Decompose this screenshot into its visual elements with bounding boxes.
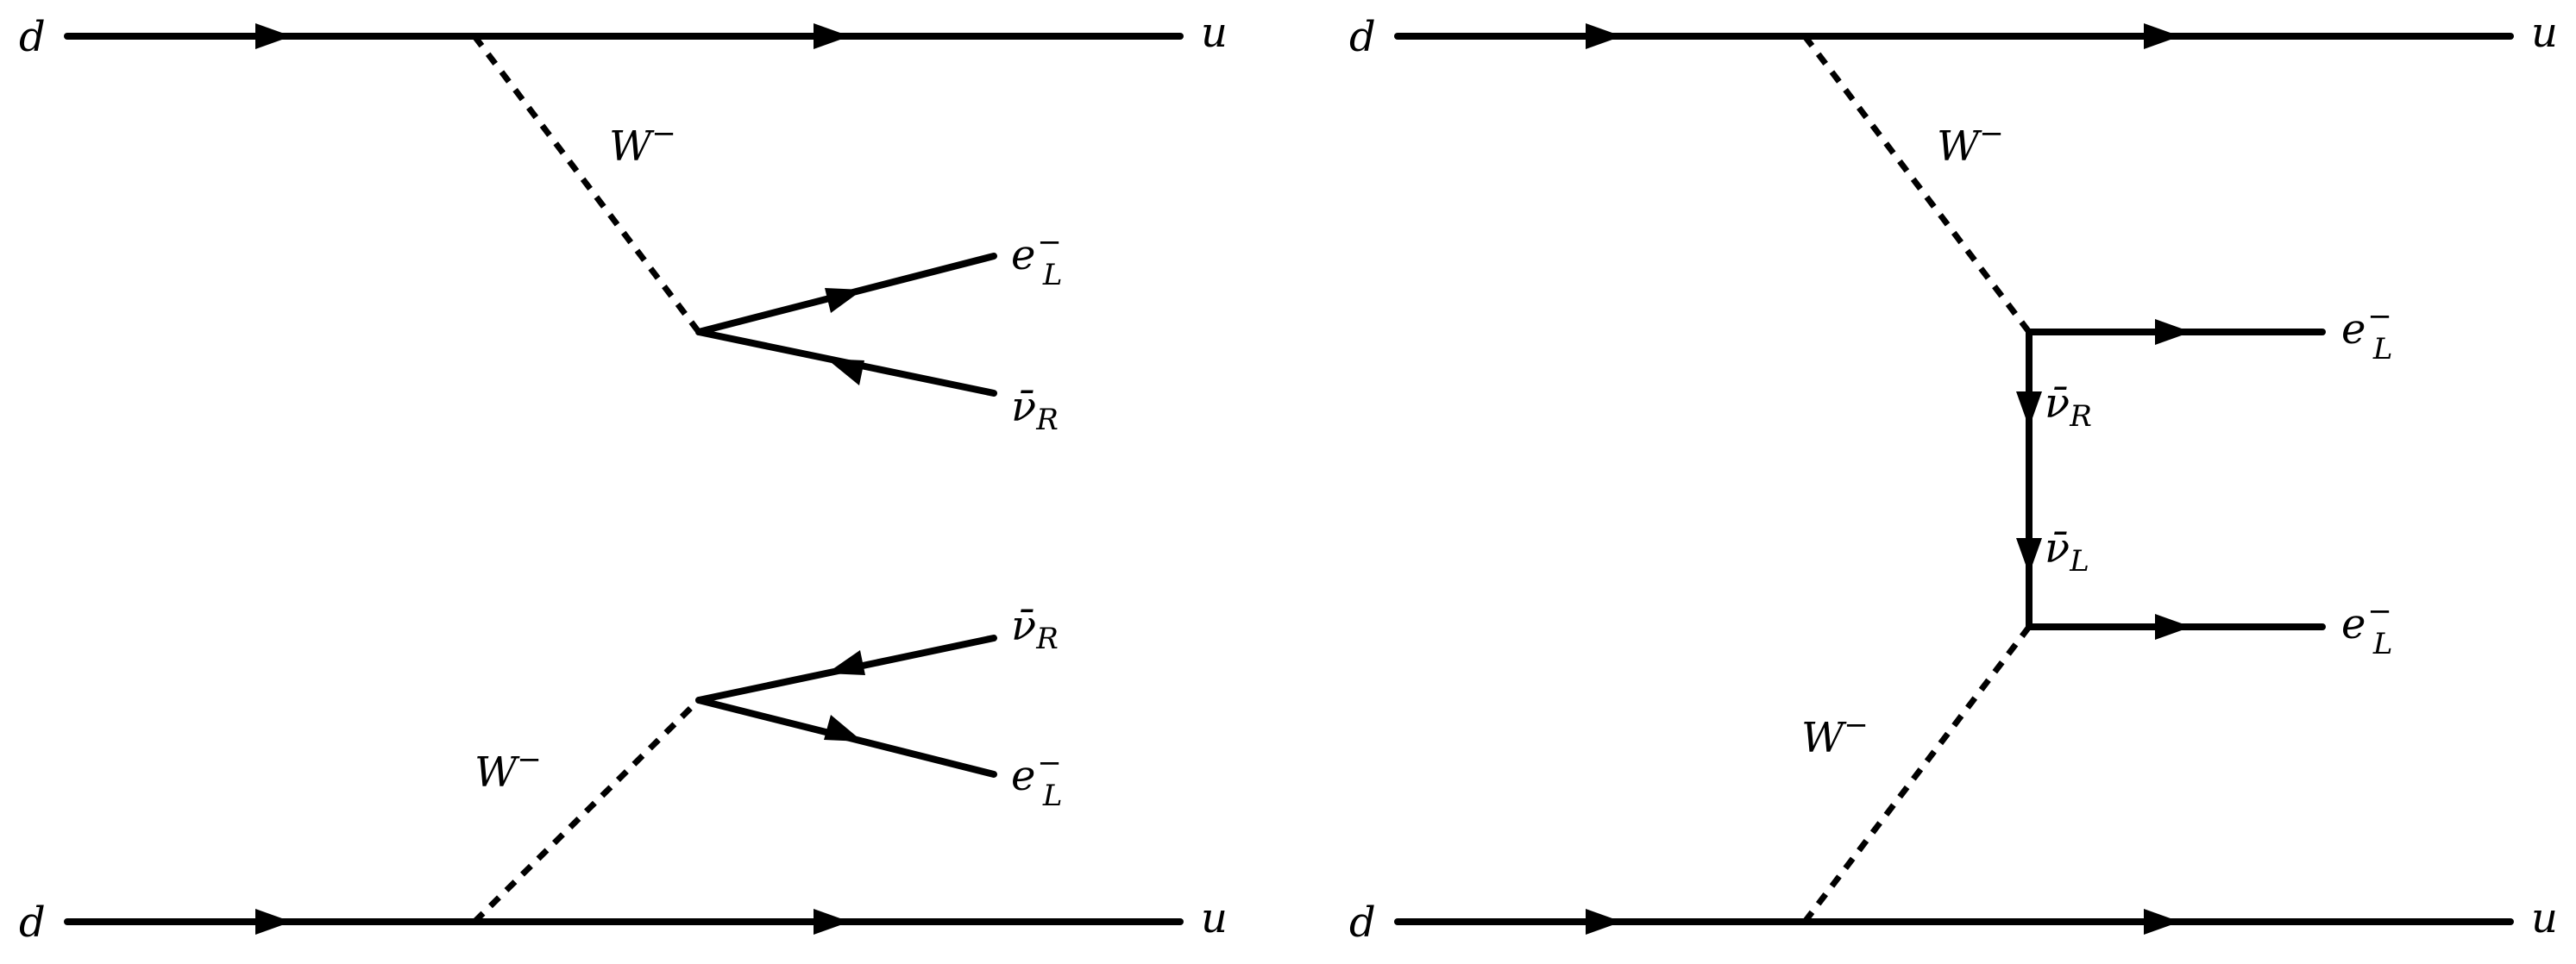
label-antineutrino-l-right: ν̄L <box>2045 524 2089 579</box>
w-boson-bottom-right <box>1802 624 2032 924</box>
arrow-quark-bottom-right-2 <box>2144 909 2180 935</box>
w-boson-top-right <box>1802 34 2032 335</box>
label-w-bottom-right: W− <box>1801 708 1869 762</box>
label-w-bottom: W− <box>474 742 542 797</box>
arrow-neutrino-r <box>2016 391 2042 428</box>
arrow-electron-top-right <box>2155 319 2191 345</box>
label-d-bottom: d <box>19 898 46 947</box>
label-antineutrino-bottom: ν̄R <box>1011 602 1059 656</box>
label-electron-top: e−L <box>1011 225 1062 292</box>
label-electron-top-right: e−L <box>2341 299 2392 366</box>
arrow-quark-top-right-1 <box>1586 23 1622 49</box>
arrow-antineutrino-top <box>826 359 864 385</box>
arrow-electron-bottom-right <box>2155 614 2191 640</box>
arrow-quark-top-1 <box>255 23 292 49</box>
arrow-neutrino-l <box>2016 538 2042 574</box>
label-d-top: d <box>19 13 46 61</box>
arrow-quark-top-right-2 <box>2144 23 2180 49</box>
left-diagram: d u d u W− W− e−L ν̄R ν̄R e−L <box>19 9 1228 947</box>
label-d-bottom-right: d <box>1349 898 1376 947</box>
label-u-bottom-right: u <box>2531 894 2558 942</box>
w-boson-bottom <box>472 698 701 924</box>
label-w-top-right: W− <box>1937 116 2004 171</box>
label-u-top: u <box>1201 9 1228 57</box>
label-antineutrino-r-right: ν̄R <box>2045 379 2092 434</box>
label-u-bottom: u <box>1201 894 1228 942</box>
label-d-top-right: d <box>1349 13 1376 61</box>
label-antineutrino-top: ν̄R <box>1011 383 1059 437</box>
arrow-quark-top-2 <box>814 23 850 49</box>
label-u-top-right: u <box>2531 9 2558 57</box>
w-boson-top <box>472 34 701 335</box>
arrow-electron-bottom <box>824 715 863 742</box>
arrow-electron-top <box>825 288 863 313</box>
arrow-antineutrino-bottom <box>826 650 865 675</box>
label-w-top: W− <box>609 116 676 171</box>
label-electron-bottom-right: e−L <box>2341 594 2392 661</box>
arrow-quark-bottom-2 <box>814 909 850 935</box>
right-diagram: d u d u W− W− e−L ν̄R ν̄L e−L <box>1349 9 2558 947</box>
arrow-quark-bottom-1 <box>255 909 292 935</box>
label-electron-bottom: e−L <box>1011 746 1062 813</box>
arrow-quark-bottom-right-1 <box>1586 909 1622 935</box>
